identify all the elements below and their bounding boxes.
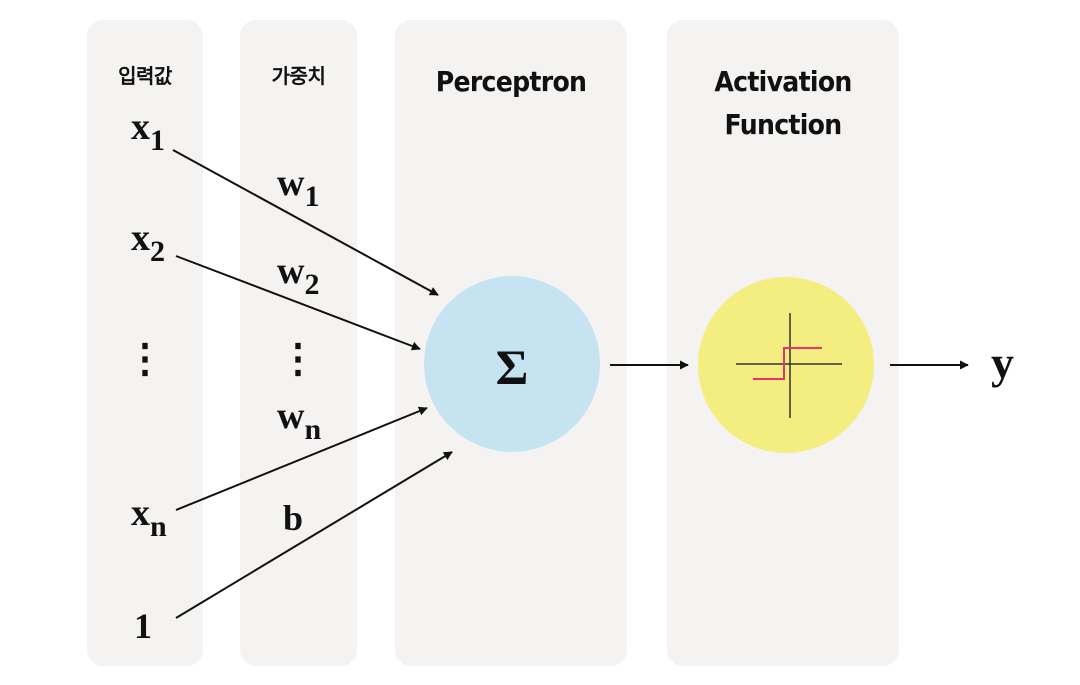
arrow-xn xyxy=(175,406,428,511)
bias-input: 1 xyxy=(134,606,152,646)
inputs-column: 입력값 xyxy=(87,20,203,666)
activation-header-line1: Activation xyxy=(714,65,852,98)
activation-node xyxy=(698,277,874,453)
input-dots: ⋮ xyxy=(125,336,165,381)
weight-wn: wn xyxy=(277,395,321,446)
weights-header: 가중치 xyxy=(271,64,326,88)
weight-w1: w1 xyxy=(277,162,319,213)
activation-header-line2: Function xyxy=(724,108,843,141)
input-x2: x2 xyxy=(131,217,165,268)
weight-dots: ⋮ xyxy=(278,336,318,381)
arrow-bias xyxy=(175,451,453,619)
arrow-x2 xyxy=(175,255,421,351)
activation-header: Activation Function xyxy=(679,60,888,146)
bias-weight: b xyxy=(283,498,303,538)
weights-column: 가중치 xyxy=(240,20,357,666)
input-x1: x1 xyxy=(131,106,165,157)
weight-w2: w2 xyxy=(277,250,319,301)
arrow-x1 xyxy=(172,149,439,296)
inputs-header: 입력값 xyxy=(118,64,172,88)
output-y: y xyxy=(991,337,1014,388)
perceptron-header: Perceptron xyxy=(435,65,587,98)
sigma-symbol: Σ xyxy=(496,339,529,395)
step-function-icon xyxy=(736,313,842,418)
input-xn: xn xyxy=(131,492,167,543)
perceptron-node xyxy=(424,276,600,452)
